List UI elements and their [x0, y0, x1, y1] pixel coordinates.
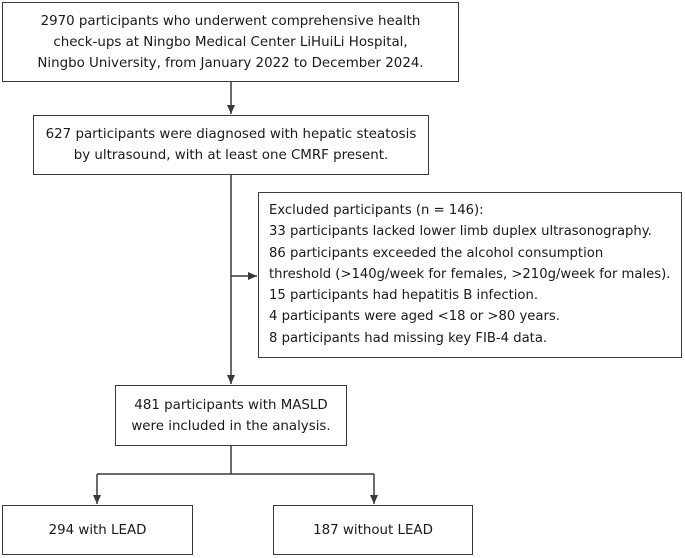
excluded-reason: 8 participants had missing key FIB-4 dat… [269, 330, 548, 346]
box-excluded-participants: Excluded participants (n = 146): 33 part… [258, 192, 682, 358]
excluded-heading: Excluded participants (n = 146): [269, 203, 484, 218]
box-screened-participants: 2970 participants who underwent comprehe… [2, 2, 459, 82]
box-text-line: 294 with LEAD [48, 522, 147, 538]
box-diagnosed-participants: 627 participants were diagnosed with hep… [33, 115, 429, 175]
excluded-reason: 33 participants lacked lower limb duplex… [269, 224, 652, 240]
excluded-reason: 4 participants were aged <18 or >80 year… [269, 309, 560, 325]
box-text-line: 187 without LEAD [313, 522, 433, 538]
box-text-line: 2970 participants who underwent comprehe… [40, 13, 421, 29]
excluded-reason: threshold (>140g/week for females, >210g… [269, 266, 671, 282]
box-with-lead: 294 with LEAD [2, 505, 193, 555]
box-text-line: 481 participants with MASLD [134, 397, 328, 413]
box-text-line: Ningbo University, from January 2022 to … [37, 55, 424, 71]
box-text-line: were included in the analysis. [131, 418, 331, 434]
box-text-line: 627 participants were diagnosed with hep… [45, 127, 417, 142]
excluded-reason: 15 participants had hepatitis B infectio… [269, 288, 539, 304]
excluded-reason: 86 participants exceeded the alcohol con… [269, 245, 604, 261]
box-text-line: by ultrasound, with at least one CMRF pr… [73, 148, 389, 163]
box-text-line: check-ups at Ningbo Medical Center LiHui… [53, 34, 408, 50]
box-without-lead: 187 without LEAD [273, 505, 473, 555]
box-included-participants: 481 participants with MASLD were include… [115, 385, 347, 446]
